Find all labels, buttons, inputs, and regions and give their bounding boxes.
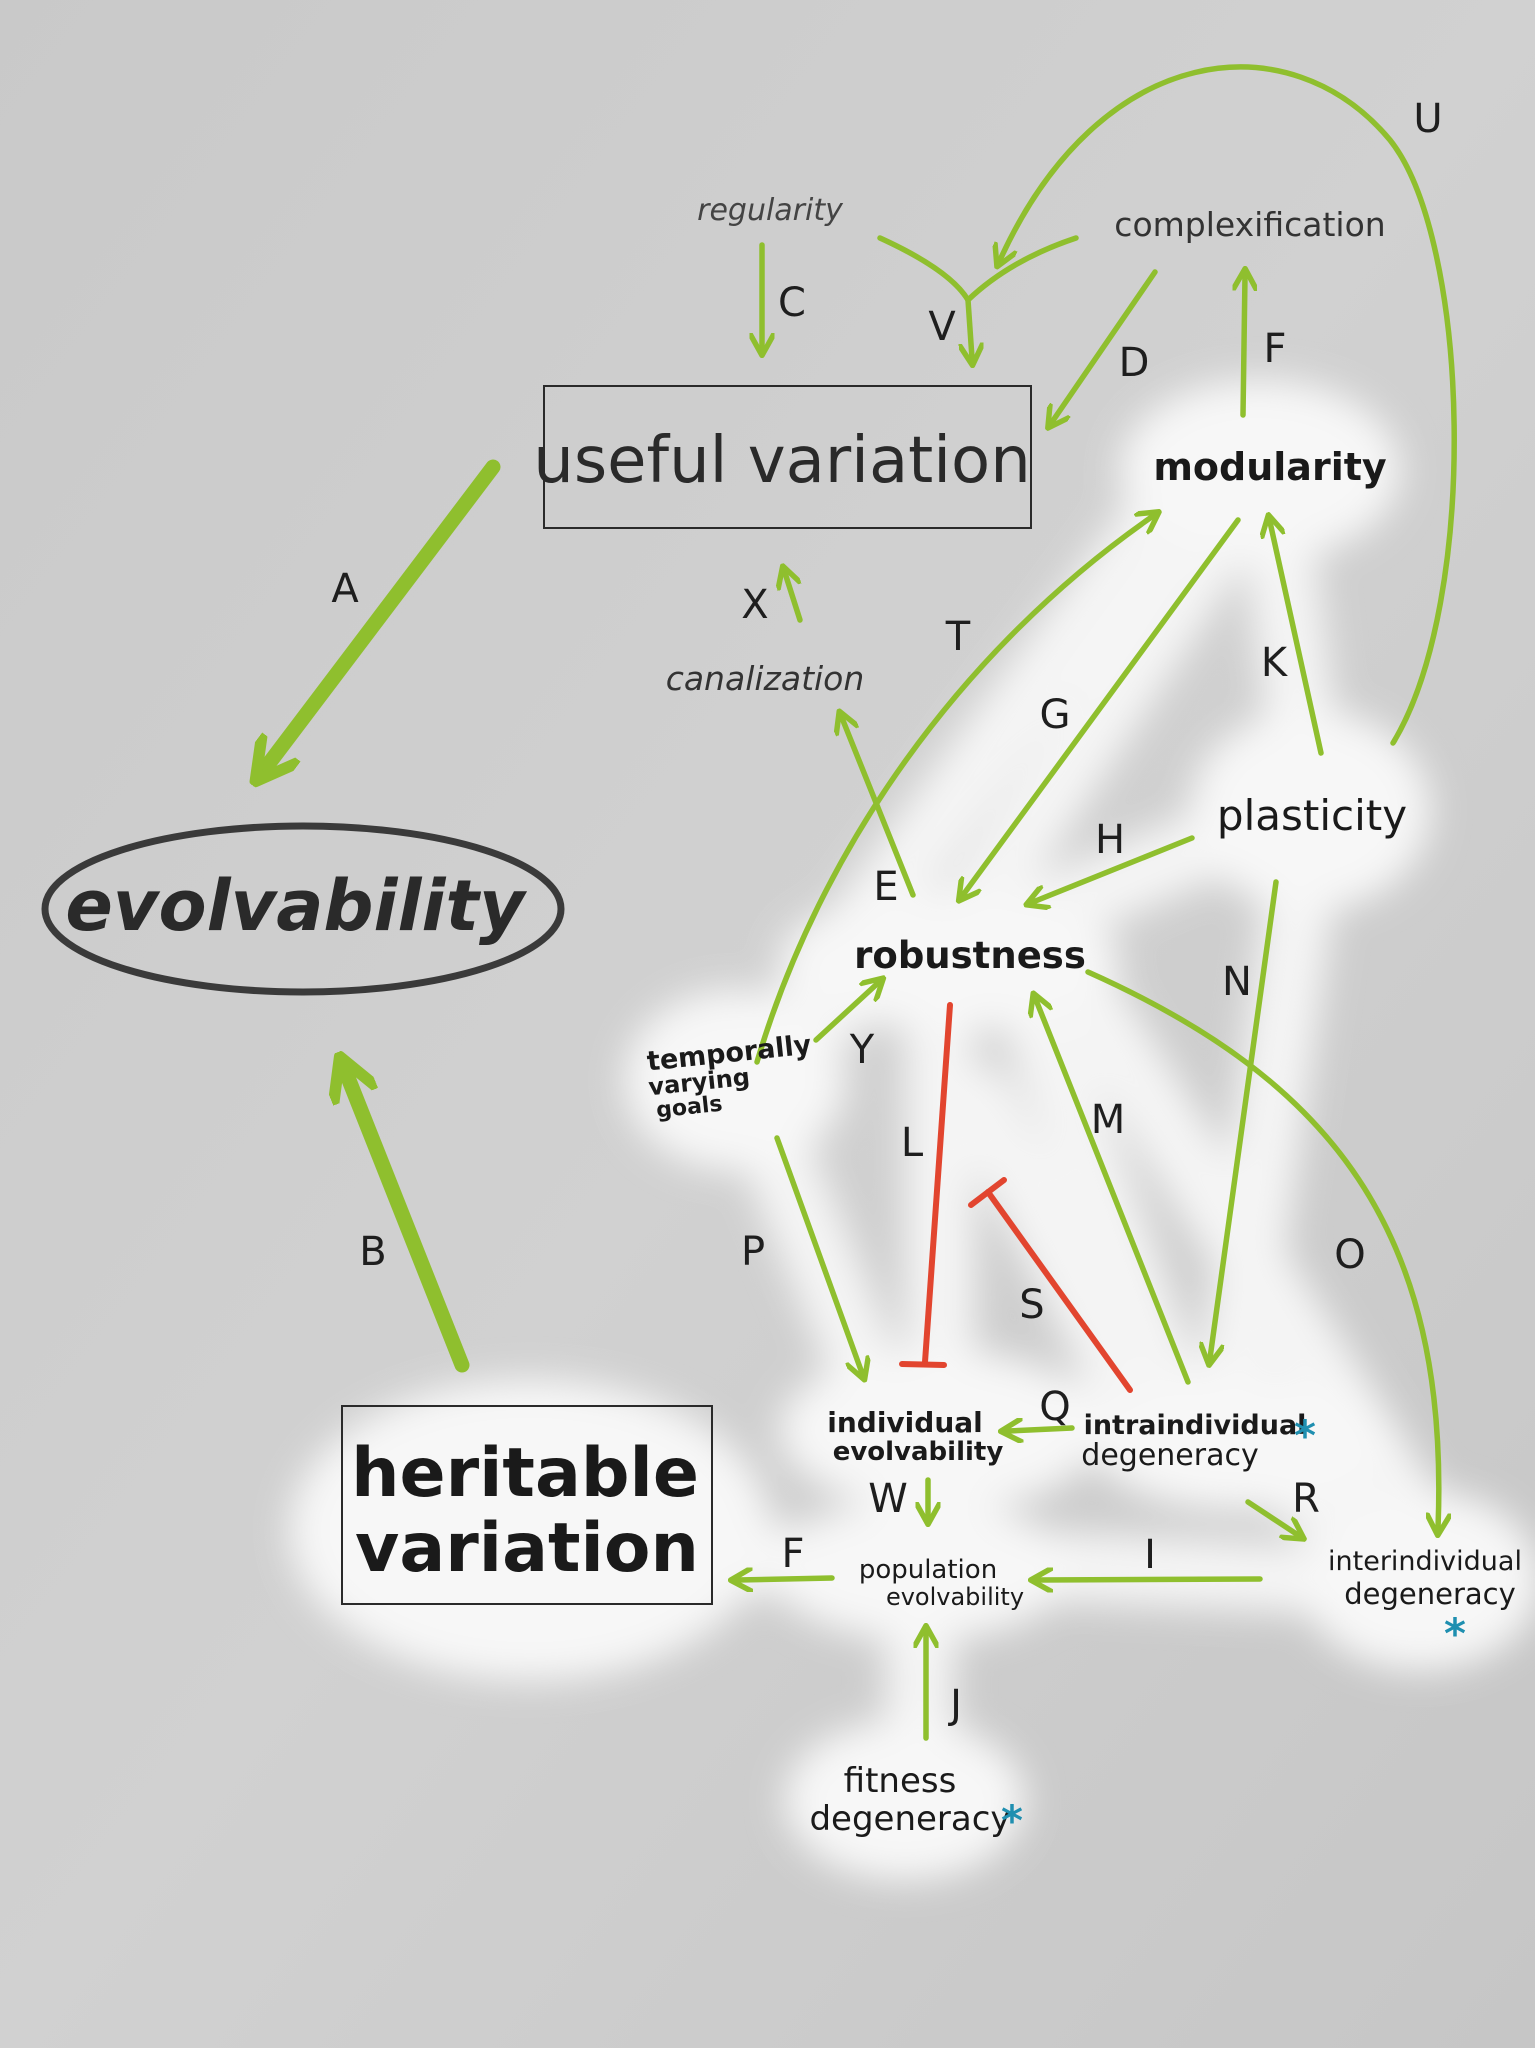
individual-evolvability-line-2: evolvability: [833, 1437, 1004, 1467]
useful-variation-box: [543, 385, 1032, 529]
interindividual-degeneracy-line-2: degeneracy: [1344, 1577, 1516, 1611]
edge-label-o: O: [1334, 1232, 1365, 1278]
population-evolvability-line-2: evolvability: [886, 1583, 1024, 1611]
robustness-label: robustness: [854, 934, 1086, 977]
edge-label-g: G: [1040, 692, 1071, 738]
edge-label-e: E: [873, 864, 898, 910]
edge-label-d: D: [1119, 340, 1150, 386]
edge-label-b: B: [359, 1229, 386, 1275]
canalization-label: canalization: [666, 659, 865, 698]
heritable-variation-box: [341, 1405, 713, 1605]
inhibition-edges: [899, 1002, 1133, 1393]
edge-label-c: C: [778, 280, 806, 326]
edge-o: [1085, 969, 1439, 1528]
edge-s-bar: [968, 1177, 1007, 1208]
fitness-degeneracy-asterisk: *: [1001, 1796, 1023, 1845]
edge-label-f-top: F: [1263, 326, 1286, 372]
intraindividual-degeneracy-line-1: intraindividual: [1084, 1410, 1307, 1441]
edge-label-k: K: [1261, 640, 1289, 686]
edge-label-n: N: [1222, 959, 1252, 1005]
edge-u: [1000, 64, 1457, 746]
edge-label-i: I: [1144, 1532, 1156, 1578]
evolvability-ellipse: [41, 822, 565, 996]
edge-h: [1033, 835, 1195, 902]
modularity-label: modularity: [1153, 445, 1387, 489]
evolvability-label: evolvability: [65, 865, 528, 947]
edge-x: [785, 573, 803, 623]
edge-label-r: R: [1292, 1476, 1320, 1522]
edge-v-left: [877, 235, 971, 303]
population-evolvability-line-1: population: [859, 1555, 997, 1585]
edge-label-p: P: [741, 1229, 765, 1275]
edge-y: [813, 983, 878, 1043]
heritable-variation-line-1: heritable: [351, 1434, 699, 1513]
edge-l-bar: [899, 1361, 947, 1368]
edge-l: [922, 1002, 953, 1365]
edge-i: [1038, 1579, 1263, 1580]
edge-t: [754, 516, 1153, 1065]
intraindividual-degeneracy-line-2: degeneracy: [1081, 1438, 1258, 1473]
edge-label-h: H: [1095, 817, 1125, 863]
edge-g: [963, 517, 1241, 895]
edge-q: [1008, 1428, 1075, 1431]
edge-label-a: A: [331, 566, 359, 612]
edge-f-bottom: [738, 1578, 835, 1580]
individual-evolvability-line-1: individual: [827, 1406, 983, 1439]
edge-label-l: L: [901, 1120, 924, 1166]
edge-r: [1245, 1499, 1298, 1535]
plasticity-label: plasticity: [1217, 791, 1407, 840]
edge-label-j: J: [947, 1682, 962, 1728]
useful-variation-label: useful variation: [533, 424, 1031, 498]
edge-label-s: S: [1019, 1282, 1044, 1328]
interindividual-degeneracy-line-1: interindividual: [1328, 1546, 1522, 1577]
edge-label-q: Q: [1039, 1384, 1070, 1430]
edge-label-t: T: [945, 614, 971, 660]
edge-m: [1036, 1000, 1191, 1385]
edge-label-y: Y: [849, 1027, 875, 1073]
edge-d: [1052, 269, 1158, 422]
edge-label-v: V: [928, 304, 956, 350]
edge-f-top: [1243, 276, 1245, 418]
intraindividual-degeneracy-asterisk: *: [1294, 1411, 1316, 1460]
activation-edges: [264, 64, 1457, 1741]
edge-label-w: W: [868, 1476, 908, 1522]
edge-b: [345, 1070, 470, 1373]
regularity-label: regularity: [697, 193, 844, 228]
edge-label-u: U: [1413, 96, 1442, 142]
edge-p: [774, 1135, 862, 1373]
edge-n: [1210, 879, 1279, 1358]
fitness-degeneracy-line-2: degeneracy: [809, 1799, 1010, 1839]
fitness-degeneracy-line-1: fitness: [844, 1761, 957, 1801]
edge-s: [985, 1189, 1133, 1393]
edge-k: [1270, 522, 1324, 756]
edge-v: [968, 297, 972, 358]
complexification-label: complexification: [1114, 205, 1385, 244]
edge-label-f-bottom: F: [781, 1531, 804, 1577]
heritable-variation-line-2: variation: [355, 1509, 699, 1588]
edge-label-m: M: [1091, 1097, 1126, 1143]
edge-a: [264, 459, 501, 770]
interindividual-degeneracy-asterisk: *: [1444, 1609, 1466, 1658]
edge-label-x: X: [741, 582, 768, 628]
